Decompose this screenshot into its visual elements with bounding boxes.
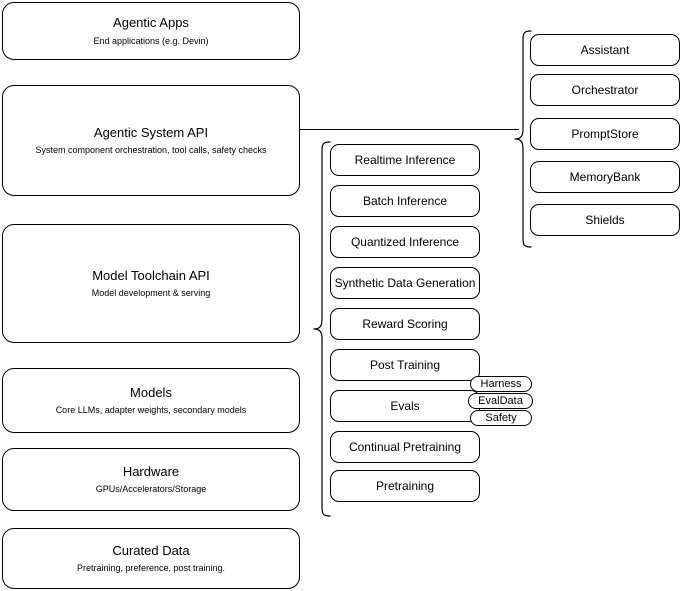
connector-system-api-to-components bbox=[300, 129, 519, 130]
layer-subtitle: End applications (e.g. Devin) bbox=[93, 35, 209, 46]
system-component-memorybank[interactable]: MemoryBank bbox=[530, 161, 680, 193]
eval-pill-evaldata[interactable]: EvalData bbox=[468, 393, 533, 409]
layer-hardware[interactable]: Hardware GPUs/Accelerators/Storage bbox=[2, 448, 300, 511]
capability-label: Reward Scoring bbox=[362, 316, 448, 331]
capability-label: Continual Pretraining bbox=[348, 439, 462, 454]
layer-title: Models bbox=[130, 384, 172, 400]
capability-pretraining[interactable]: Pretraining bbox=[330, 470, 480, 502]
layer-subtitle: Pretraining, preference, post training. bbox=[76, 563, 226, 573]
capability-label: Batch Inference bbox=[362, 193, 448, 208]
layer-models[interactable]: Models Core LLMs, adapter weights, secon… bbox=[2, 368, 300, 433]
capability-evals[interactable]: Evals bbox=[330, 390, 480, 422]
system-component-label: Shields bbox=[585, 212, 625, 227]
layer-title: Hardware bbox=[122, 463, 180, 479]
capability-label: Realtime Inference bbox=[354, 152, 456, 167]
capability-label: Evals bbox=[390, 398, 420, 413]
layer-model-toolchain-api[interactable]: Model Toolchain API Model development & … bbox=[2, 224, 300, 343]
capability-post-training[interactable]: Post Training bbox=[330, 349, 480, 381]
capability-reward-scoring[interactable]: Reward Scoring bbox=[330, 308, 480, 340]
eval-pill-label: EvalData bbox=[478, 395, 523, 407]
eval-pill-label: Harness bbox=[480, 378, 522, 390]
system-component-label: PromptStore bbox=[571, 126, 639, 141]
system-component-label: Assistant bbox=[580, 42, 630, 57]
eval-pill-label: Safety bbox=[485, 412, 517, 424]
system-component-label: MemoryBank bbox=[569, 169, 641, 184]
eval-pill-harness[interactable]: Harness bbox=[470, 376, 532, 392]
capability-label: Post Training bbox=[369, 357, 441, 372]
layer-subtitle: Core LLMs, adapter weights, secondary mo… bbox=[55, 405, 247, 415]
layer-title: Curated Data bbox=[112, 542, 190, 558]
system-component-label: Orchestrator bbox=[571, 82, 639, 97]
system-component-shields[interactable]: Shields bbox=[530, 204, 680, 236]
capability-realtime-inference[interactable]: Realtime Inference bbox=[330, 144, 480, 176]
system-component-promptstore[interactable]: PromptStore bbox=[530, 118, 680, 150]
layer-subtitle: GPUs/Accelerators/Storage bbox=[95, 484, 207, 494]
capability-synthetic-data-generation[interactable]: Synthetic Data Generation bbox=[330, 267, 480, 299]
capability-label: Quantized Inference bbox=[350, 234, 460, 249]
brace-model-toolchain bbox=[313, 141, 331, 517]
capability-label: Pretraining bbox=[375, 478, 435, 493]
system-component-assistant[interactable]: Assistant bbox=[530, 34, 680, 66]
capability-label: Synthetic Data Generation bbox=[334, 275, 476, 290]
layer-agentic-apps[interactable]: Agentic Apps End applications (e.g. Devi… bbox=[2, 2, 300, 60]
layer-curated-data[interactable]: Curated Data Pretraining, preference, po… bbox=[2, 528, 300, 589]
eval-pill-safety[interactable]: Safety bbox=[470, 410, 532, 426]
layer-subtitle: System component orchestration, tool cal… bbox=[35, 145, 267, 155]
system-component-orchestrator[interactable]: Orchestrator bbox=[530, 74, 680, 106]
brace-system-components bbox=[514, 30, 532, 248]
layer-agentic-system-api[interactable]: Agentic System API System component orch… bbox=[2, 85, 300, 196]
layer-title: Model Toolchain API bbox=[92, 267, 210, 283]
layer-title: Agentic Apps bbox=[113, 15, 189, 31]
capability-quantized-inference[interactable]: Quantized Inference bbox=[330, 226, 480, 258]
layer-subtitle: Model development & serving bbox=[91, 288, 211, 298]
layer-title: Agentic System API bbox=[93, 124, 209, 140]
capability-batch-inference[interactable]: Batch Inference bbox=[330, 185, 480, 217]
capability-continual-pretraining[interactable]: Continual Pretraining bbox=[330, 431, 480, 463]
